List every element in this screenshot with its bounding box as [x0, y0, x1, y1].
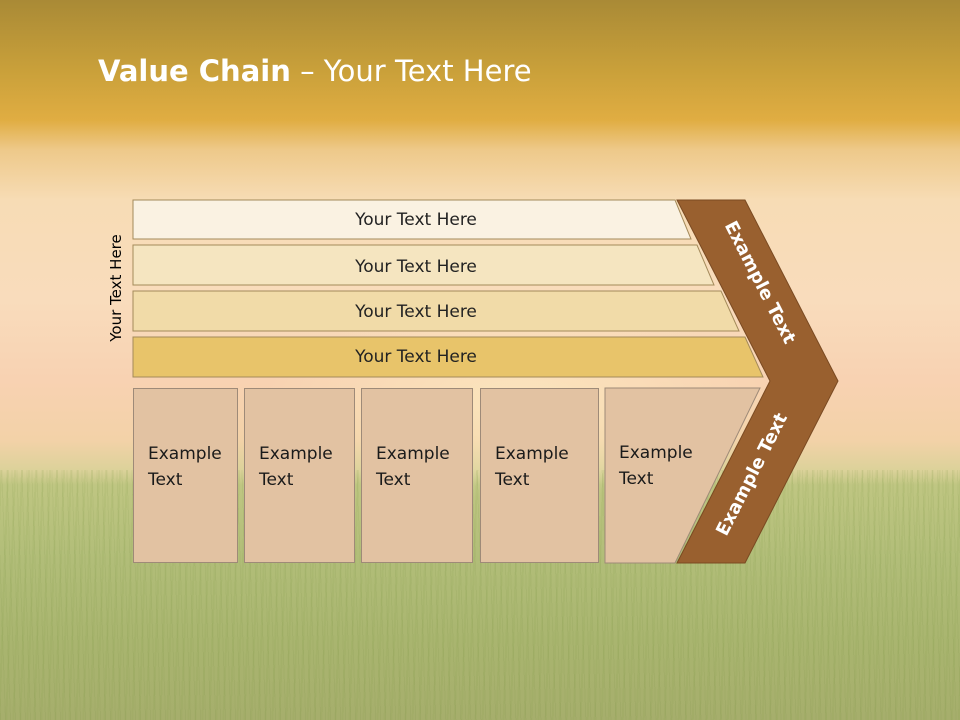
band-2: [132, 244, 715, 286]
band-1: [132, 199, 692, 240]
slide-title: Value Chain – Your Text Here: [98, 54, 532, 88]
band-4-label: Your Text Here: [354, 347, 477, 367]
activity-box-3: Example Text: [361, 388, 473, 563]
band-2-label: Your Text Here: [354, 257, 477, 277]
activity-box-5: Example Text: [605, 388, 695, 563]
activity-3-label: Example Text: [376, 444, 450, 490]
activity-box-4: Example Text: [480, 388, 599, 563]
activity-box-5-shape: [604, 387, 761, 564]
activity-4-label: Example Text: [495, 444, 569, 490]
activity-2-label: Example Text: [259, 444, 333, 490]
activity-box-2: Example Text: [244, 388, 355, 563]
activity-1-label: Example Text: [148, 444, 222, 490]
band-4: [132, 336, 764, 378]
title-bold: Value Chain: [98, 54, 291, 88]
margin-chevron: [676, 199, 839, 564]
activity-box-1: Example Text: [133, 388, 238, 563]
diagram-reflection: Example Text Example Text Example Text E…: [0, 565, 960, 720]
band-3: [132, 290, 740, 332]
activity-5-label: Example Text: [619, 443, 693, 489]
band-3-label: Your Text Here: [354, 302, 477, 322]
band-1-label: Your Text Here: [354, 210, 477, 230]
title-rest: – Your Text Here: [290, 54, 532, 88]
